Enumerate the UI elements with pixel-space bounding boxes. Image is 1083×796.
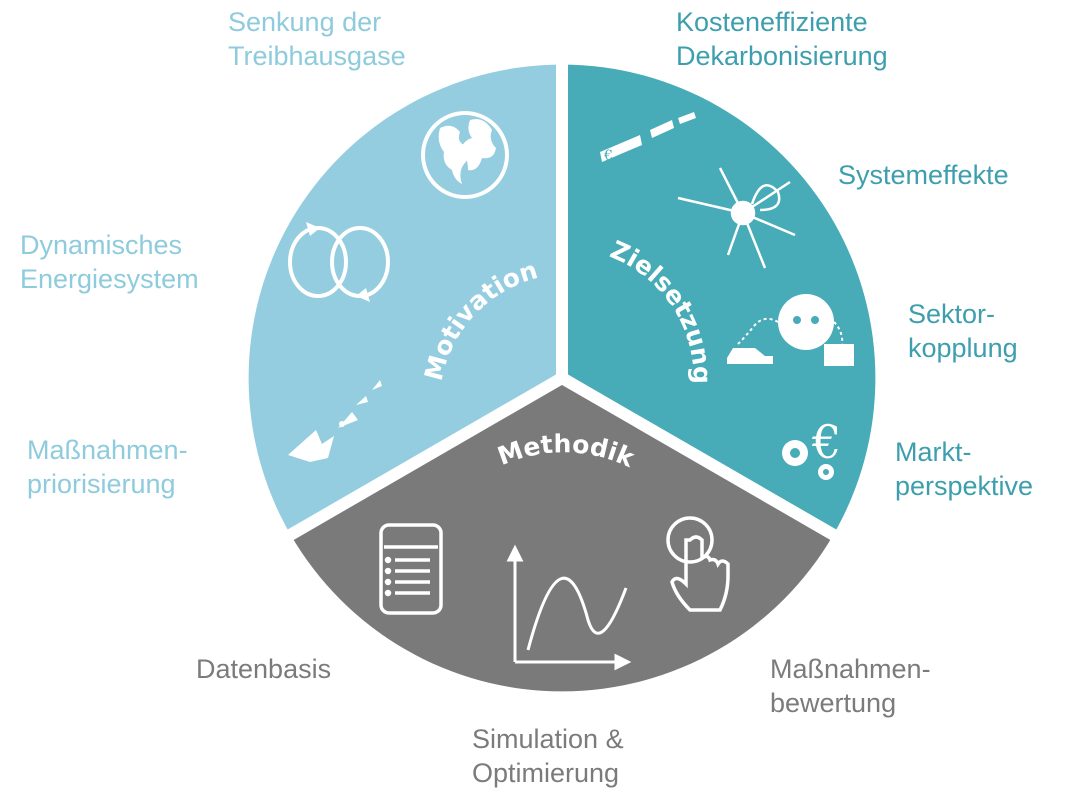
cycle-arrows-icon [288,222,390,302]
label-line: Systemeffekte [838,160,1009,190]
label-senkung-treibhausgase: Senkung der Treibhausgase [228,5,406,73]
label-line: Dekarbonisierung [676,41,888,71]
euro-arrow-icon: € [600,112,696,164]
label-line: perspektive [895,471,1034,501]
label-systemeffekte: Systemeffekte [838,158,1009,192]
globe-icon [421,111,509,199]
label-sektorkopplung: Sektor- kopplung [908,297,1018,365]
label-dynamisches-energiesystem: Dynamisches Energiesystem [20,228,199,296]
label-line: Treibhausgase [228,41,406,71]
label-line: Datenbasis [196,654,332,684]
label-line: Optimierung [472,758,620,788]
label-line: Sektor- [908,299,996,329]
label-line: Maßnahmen- [27,435,188,465]
label-line: Simulation & [472,724,624,754]
segment-separators [281,58,843,544]
label-simulation-optimierung: Simulation & Optimierung [472,722,624,790]
label-kosteneffiziente-dekarbonisierung: Kosteneffiziente Dekarbonisierung [676,5,888,73]
label-line: bewertung [770,688,897,718]
hand-click-icon [666,516,730,612]
label-massnahmen-priorisierung: Maßnahmen- priorisierung [27,433,188,501]
gears-euro-icon: € [782,415,841,480]
svg-text:€: € [603,148,613,164]
list-document-icon [379,523,443,615]
label-datenbasis: Datenbasis [196,652,331,686]
rocket-arrow-icon [288,380,382,462]
curve-graph-icon [506,544,632,671]
label-line: priorisierung [27,469,176,499]
label-line: Energiesystem [20,264,199,294]
label-line: Maßnahmen- [770,654,931,684]
label-marktperspektive: Markt- perspektive [895,435,1033,503]
label-line: Kosteneffiziente [676,7,868,37]
label-line: kopplung [908,333,1018,363]
label-line: Markt- [895,437,972,467]
label-massnahmen-bewertung: Maßnahmen- bewertung [770,652,931,720]
plug-car-heater-icon [727,294,854,366]
label-line: Dynamisches [20,230,183,260]
euro-symbol: € [811,415,841,469]
network-effects-icon [677,167,796,269]
label-line: Senkung der [228,7,382,37]
